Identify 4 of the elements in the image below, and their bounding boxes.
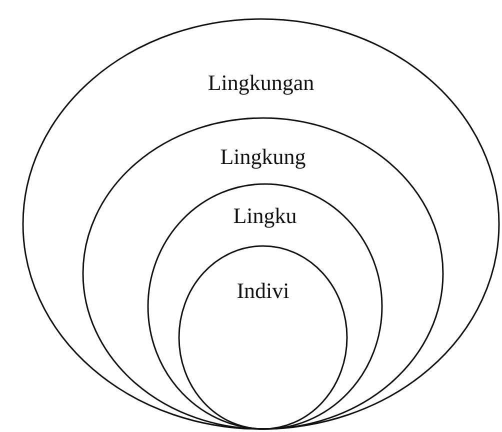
region-label: Lingkungan xyxy=(208,70,314,95)
region-label: Indivi xyxy=(236,278,290,303)
region-label: Lingku xyxy=(233,203,297,228)
region-label: Lingkung xyxy=(220,144,306,169)
